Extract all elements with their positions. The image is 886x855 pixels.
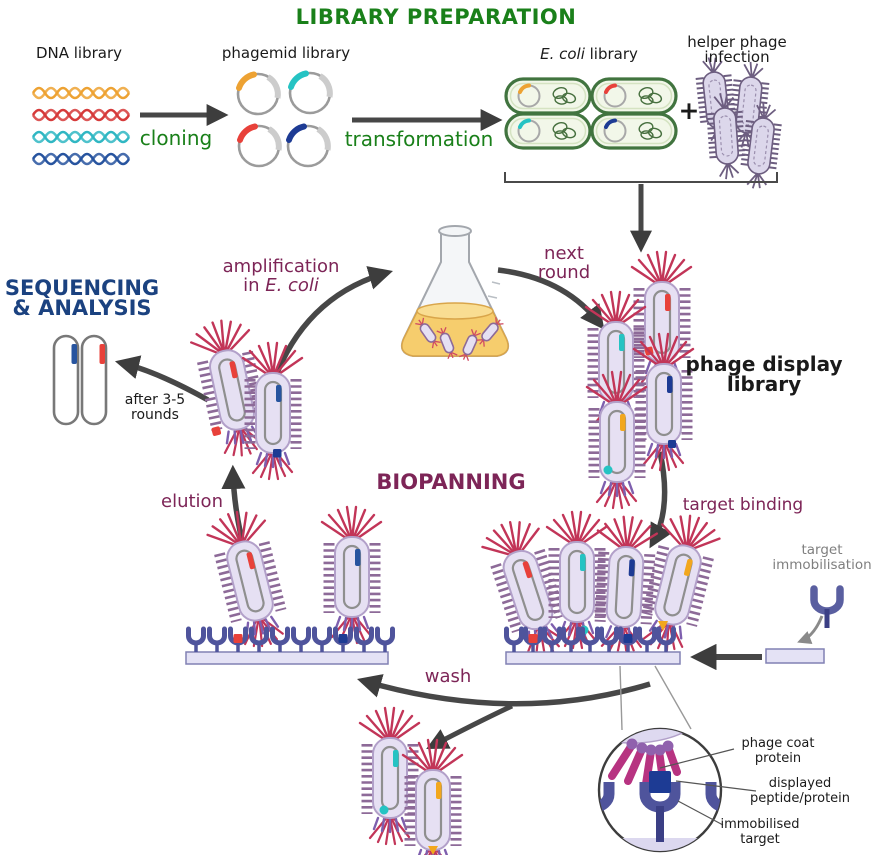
wash-branch-arrow [426, 703, 514, 750]
inset-leader-lines [659, 748, 757, 826]
cloning-label: cloning [139, 126, 213, 150]
amplification-line1: amplification [222, 256, 340, 277]
phage-coat-line1: phage coat [741, 736, 815, 751]
target-immobilisation-line2: immobilisation [772, 557, 872, 573]
phage-display-library-label: phage display library [685, 354, 842, 394]
after-rounds-line2: rounds [131, 407, 179, 423]
phage-display-library-illustration [586, 252, 693, 508]
displayed-line1: displayed [768, 776, 832, 791]
target-binding-label: target binding [682, 495, 804, 515]
helper-phage-label: helper phage infection [687, 35, 787, 64]
ecoli-rest: library [584, 45, 638, 63]
washed-surface-illustration [185, 506, 393, 665]
transformation-label: transformation [344, 127, 494, 151]
wash-label: wash [424, 666, 472, 687]
ecoli-italic: E. coli [540, 45, 585, 63]
target-immobilisation-illustration [690, 585, 844, 671]
phage-display-line1: phage display [685, 352, 843, 376]
immobilised-line2: target [740, 831, 780, 847]
phage-coat-protein-label: phage coat protein [741, 736, 815, 766]
biopanning-heading: BIOPANNING [376, 470, 526, 494]
washed-away-phages-illustration [360, 708, 462, 855]
ecoli-library-label: E. coli library [540, 47, 638, 62]
immobilisation-arrow [797, 615, 824, 644]
target-binding-arrow [649, 451, 672, 549]
sequenced-dna-icon [52, 334, 108, 426]
amplification-line2: in E. coli [223, 276, 340, 295]
phage-coat-line2: protein [754, 750, 802, 766]
amplification-in: in [243, 275, 266, 296]
next-round-line1: next [544, 243, 584, 264]
displayed-peptide-label: displayed peptide/protein [749, 776, 851, 806]
ecoli-library-illustration [504, 77, 678, 150]
immobilised-target-label: immobilised target [720, 817, 800, 847]
phage-display-line2: library [726, 372, 802, 396]
plus-sign: + [678, 96, 700, 125]
target-immobilisation-label: target immobilisation [772, 543, 871, 573]
target-immobilisation-line1: target [801, 542, 843, 558]
after-rounds-line1: after 3-5 [124, 392, 186, 408]
next-round-line2: round [537, 262, 591, 283]
amplification-ecoli: E. coli [265, 275, 319, 296]
next-round-arrow [497, 267, 605, 330]
dna-library-label: DNA library [35, 44, 123, 62]
flask-icon [400, 225, 510, 363]
sequencing-line2: & ANALYSIS [12, 296, 152, 320]
sequencing-heading: SEQUENCING & ANALYSIS [4, 276, 160, 320]
helper-phage-illustration [698, 56, 781, 191]
phagemid-library-label: phagemid library [221, 44, 351, 62]
next-round-label: next round [538, 244, 590, 282]
page-title: LIBRARY PREPARATION [295, 5, 577, 29]
sequencing-line1: SEQUENCING [4, 276, 160, 300]
eluted-phages-illustration [188, 316, 302, 479]
phagemid-library-illustration [238, 73, 330, 166]
wash-arrow [357, 674, 651, 707]
bracket [504, 172, 778, 183]
displayed-line2: peptide/protein [749, 790, 851, 806]
binding-surface-illustration [478, 510, 723, 664]
immobilised-line1: immobilised [720, 817, 800, 832]
after-rounds-label: after 3-5 rounds [125, 393, 185, 423]
after-rounds-arrow [114, 355, 210, 403]
elution-label: elution [161, 491, 223, 512]
helper-phage-line2: infection [704, 47, 770, 66]
helper-phage-line1: helper phage [687, 33, 787, 51]
amplification-label: amplification in E. coli [223, 257, 340, 295]
dna-library-illustration [31, 86, 131, 166]
